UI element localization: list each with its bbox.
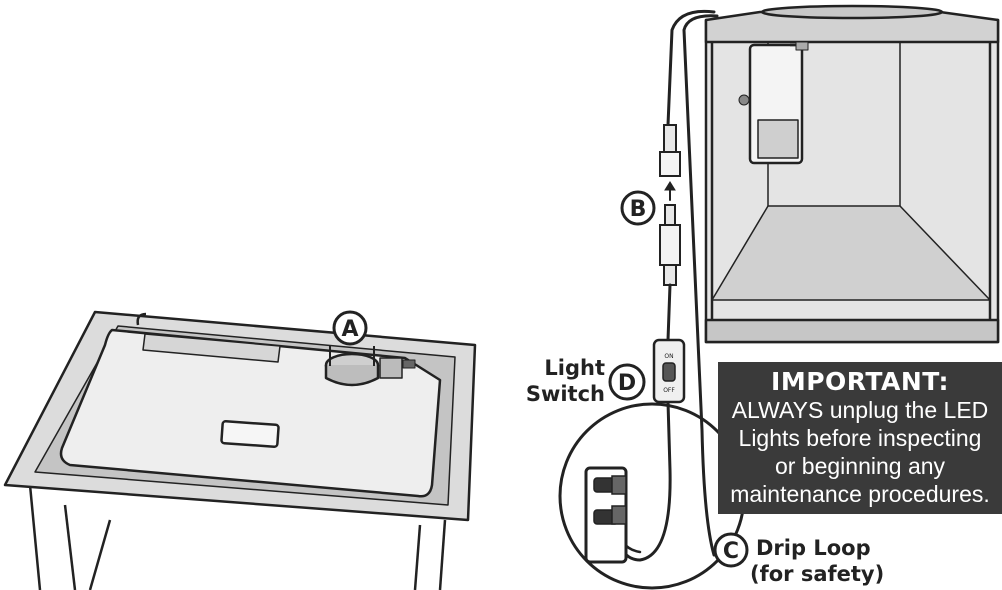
light-switch-label-line1: Light xyxy=(544,356,605,380)
callout-d: D xyxy=(608,363,646,401)
important-line-3: or beginning any xyxy=(774,453,946,479)
important-line-2: Lights before inspecting xyxy=(738,425,982,451)
switch-off-label: OFF xyxy=(663,387,675,394)
callout-b-label: B xyxy=(630,197,647,222)
aquarium-lid-icon xyxy=(3,310,477,590)
callout-a: A xyxy=(332,310,368,346)
callout-d-label: D xyxy=(618,371,636,396)
important-notice: IMPORTANT: ALWAYS unplug the LED Lights … xyxy=(718,362,1002,514)
drip-loop-label-line1: Drip Loop xyxy=(756,536,871,560)
important-line-4: maintenance procedures. xyxy=(730,481,990,507)
power-outlet-icon xyxy=(558,402,746,590)
callout-b: B xyxy=(620,190,656,226)
inline-switch-icon: ON OFF xyxy=(652,338,686,404)
aquarium-tank-icon xyxy=(704,4,1000,344)
power-cord-icon xyxy=(608,9,719,562)
callout-c: C xyxy=(713,532,749,568)
drip-loop-label-line2: (for safety) xyxy=(750,562,884,586)
callout-c-label: C xyxy=(723,539,739,564)
callout-a-label: A xyxy=(341,317,358,342)
important-title: IMPORTANT: xyxy=(771,367,949,396)
important-line-1: ALWAYS unplug the LED xyxy=(731,397,989,423)
switch-on-label: ON xyxy=(664,353,673,360)
light-switch-label-line2: Switch xyxy=(526,382,605,406)
